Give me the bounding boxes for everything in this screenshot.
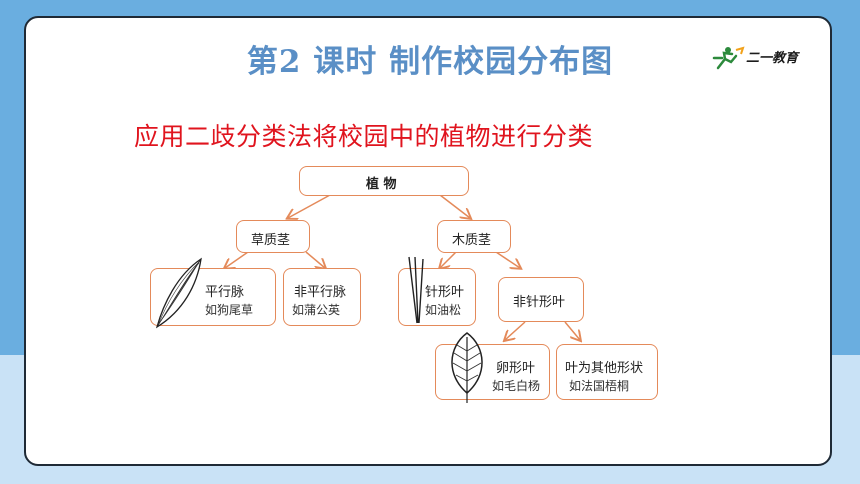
node-needle-leaf-label: 针形叶 xyxy=(425,285,465,300)
edge-nonneedle-ovate xyxy=(505,321,526,340)
edge-root-herb xyxy=(288,194,331,218)
poplar-leaf-icon xyxy=(451,332,483,403)
edge-woody-nonneedle xyxy=(495,251,520,268)
node-plant-label: 植 物 xyxy=(366,177,397,192)
node-ovate-leaf-label: 卵形叶 xyxy=(496,361,536,376)
node-needle-leaf: 针形叶 如油松 xyxy=(398,256,476,326)
edge-herb-nonparallel xyxy=(305,251,325,268)
node-nonparallel-vein-label: 非平行脉 xyxy=(294,285,347,300)
edge-herb-parallel xyxy=(225,251,249,268)
node-plant: 植 物 xyxy=(299,166,469,196)
edge-nonneedle-other xyxy=(564,321,580,340)
node-woody-stem: 木质茎 xyxy=(437,220,511,253)
slide-subtitle: 应用二歧分类法将校园中的植物进行分类 xyxy=(134,122,594,151)
node-nonparallel-vein: 非平行脉 如蒲公英 xyxy=(283,268,361,326)
node-needle-leaf-example: 如油松 xyxy=(425,303,462,317)
pine-needle-icon xyxy=(408,256,424,324)
edge-woody-needle xyxy=(440,251,457,268)
node-herbaceous-stem-label: 草质茎 xyxy=(251,233,291,248)
grass-leaf-icon xyxy=(155,257,202,329)
node-ovate-leaf-example: 如毛白杨 xyxy=(492,379,541,393)
node-non-needle-leaf-label: 非针形叶 xyxy=(513,295,566,310)
node-parallel-vein-label: 平行脉 xyxy=(205,285,245,300)
node-parallel-vein-example: 如狗尾草 xyxy=(205,303,254,317)
slide-panel xyxy=(24,16,832,466)
logo-text: 二一教育 xyxy=(746,51,799,66)
node-other-leaf-shape-example: 如法国梧桐 xyxy=(569,379,630,393)
node-parallel-vein: 平行脉 如狗尾草 xyxy=(150,257,276,329)
node-ovate-leaf: 卵形叶 如毛白杨 xyxy=(435,332,550,403)
node-nonparallel-vein-example: 如蒲公英 xyxy=(292,303,341,317)
node-other-leaf-shape: 叶为其他形状 如法国梧桐 xyxy=(556,344,658,400)
slide-title: 第2 课时 制作校园分布图 xyxy=(246,44,614,80)
node-herbaceous-stem: 草质茎 xyxy=(236,220,310,253)
node-woody-stem-label: 木质茎 xyxy=(452,233,492,248)
node-non-needle-leaf: 非针形叶 xyxy=(498,277,584,322)
node-other-leaf-shape-label: 叶为其他形状 xyxy=(565,361,644,376)
edge-root-woody xyxy=(439,194,470,218)
logo-runner-icon xyxy=(712,46,745,70)
